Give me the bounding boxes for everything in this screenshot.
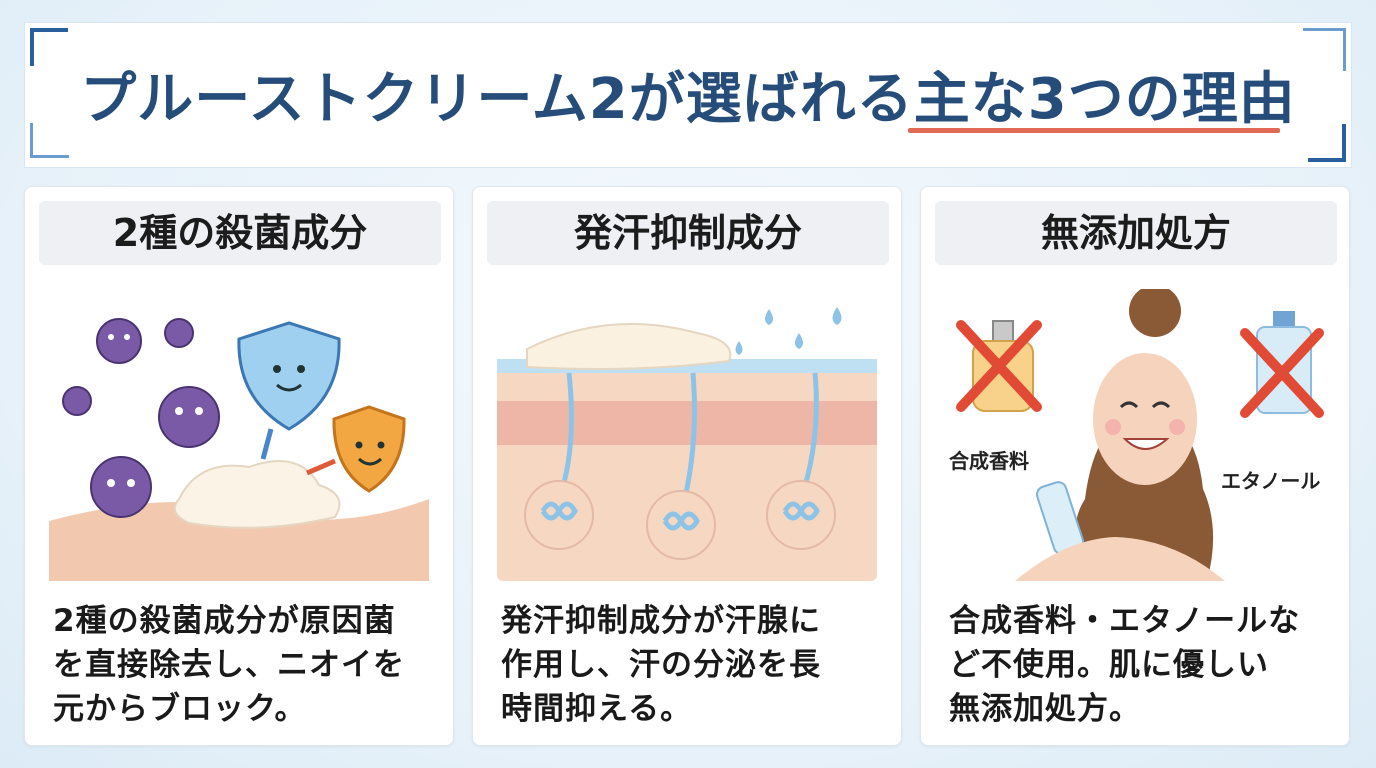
title-highlight: 主な3つの理由 — [913, 67, 1296, 132]
sweat-gland — [540, 501, 820, 531]
arrow-icon — [260, 428, 274, 460]
water-drop-icon — [735, 307, 842, 355]
card-description: 2種の殺菌成分が原因菌 を直接除去し、ニオイを 元からブロック。 — [53, 599, 433, 731]
frame-corner-bottom-left — [30, 123, 69, 158]
description-line: ど不使用。肌に優しい — [949, 647, 1269, 683]
description-line: 元からブロック。 — [53, 691, 307, 727]
woman-illustration — [956, 289, 1324, 581]
frame-corner-top-left — [30, 28, 68, 66]
shield-icon — [237, 321, 341, 431]
card-heading: 2種の殺菌成分 — [39, 201, 441, 265]
title-underline — [908, 128, 1280, 133]
card-description: 発汗抑制成分が汗腺に 作用し、汗の分泌を長 時間抑える。 — [501, 599, 881, 731]
face — [1093, 353, 1197, 485]
arrow-icon — [306, 458, 336, 476]
description-line: 時間抑える。 — [501, 691, 693, 727]
page-title: プルーストクリーム2が選ばれる主な3つの理由 — [0, 54, 1376, 135]
card-antiperspirant: 発汗抑制成分 発汗抑制成分が汗腺に 作用し、汗の分泌を長 時間抑える。 — [472, 186, 902, 746]
ethanol-label: エタノール — [1221, 469, 1321, 493]
description-line: 発汗抑制成分が汗腺に — [501, 603, 821, 639]
cream-icon — [526, 323, 732, 370]
frame-corner-top-right — [1303, 28, 1346, 71]
skin-surface — [49, 499, 429, 581]
hair-bun — [1129, 289, 1181, 337]
card-description: 合成香料・エタノールな ど不使用。肌に優しい 無添加処方。 — [949, 599, 1329, 731]
fragrance-label: 合成香料 — [949, 449, 1029, 473]
description-line: 合成香料・エタノールな — [949, 603, 1301, 639]
card-bactericidal: 2種の殺菌成分 2種の殺菌成分が原因菌 を直接除去し、ニオイを 元からブロック。 — [24, 186, 454, 746]
card-heading: 無添加処方 — [935, 201, 1337, 265]
cross-icon — [1240, 328, 1324, 418]
germ-icon — [62, 318, 220, 518]
title-frame — [24, 22, 1352, 168]
shield-icon — [332, 405, 406, 493]
sweat-gland-illustration — [497, 307, 877, 581]
card-heading: 発汗抑制成分 — [487, 201, 889, 265]
card-additive-free: 無添加処方 合成香料 エタノール 合成香料・エタノールな ど不使用。肌に優しい … — [920, 186, 1350, 746]
title-main: プルーストクリーム2が選ばれる — [80, 67, 914, 132]
description-line: 無添加処方。 — [949, 691, 1141, 727]
bacteria-shield-illustration — [49, 318, 429, 581]
cream-icon — [173, 460, 341, 529]
cross-icon — [956, 320, 1042, 412]
description-line: 2種の殺菌成分が原因菌 — [53, 603, 396, 639]
frame-corner-bottom-right — [1308, 124, 1346, 162]
description-line: を直接除去し、ニオイを — [53, 647, 405, 683]
description-line: 作用し、汗の分泌を長 — [501, 647, 821, 683]
